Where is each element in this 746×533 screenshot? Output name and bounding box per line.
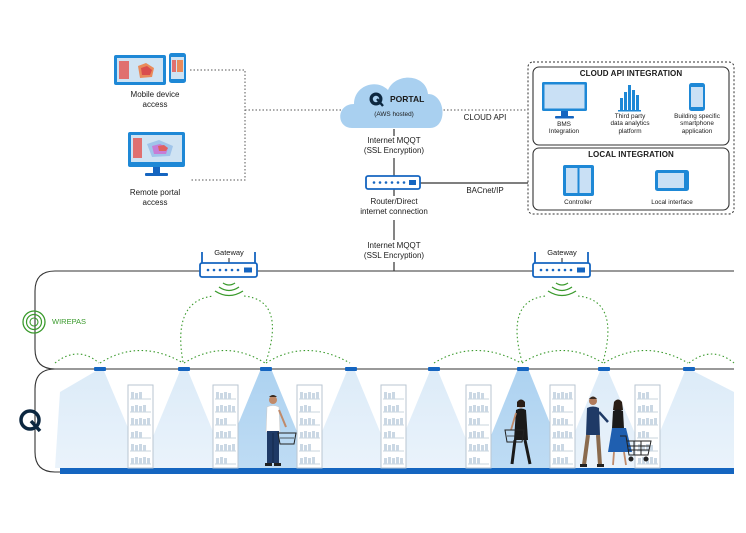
gateway-left-icon (199, 252, 258, 278)
mobile-device-icon (114, 53, 186, 85)
bms-integration-label: BMS Integration (548, 121, 580, 136)
remote-portal-access-label: Remote portal access (129, 188, 181, 207)
router-label: Router/Direct internet connection (360, 197, 428, 216)
shelf-unit (549, 384, 576, 469)
portal-logo-icon (369, 92, 384, 107)
smartphone-app-icon (689, 83, 705, 111)
cloud-api-integration-title: CLOUD API INTEGRATION (579, 69, 683, 78)
local-integration-title: LOCAL INTEGRATION (588, 150, 674, 159)
mobile-device-access-label: Mobile device access (130, 90, 180, 109)
basket-icon (277, 432, 297, 445)
remote-portal-icon (128, 132, 185, 176)
gateway-left-label: Gateway (214, 248, 244, 257)
network-bus-lines (34, 258, 734, 473)
brand-logo-icon (19, 409, 42, 433)
controller-icon (563, 165, 594, 196)
shelf-unit (380, 384, 407, 469)
controller-label: Controller (564, 199, 592, 206)
portal-cloud (340, 77, 443, 128)
shopper-man-left (265, 395, 297, 466)
bacnet-label: BACnet/IP (466, 186, 504, 195)
shelf-unit (634, 384, 661, 469)
analytics-bar-chart-icon (618, 85, 641, 112)
lower-bus-line (34, 368, 60, 473)
local-interface-label: Local interface (651, 199, 693, 206)
portal-title: PORTAL (390, 94, 425, 104)
store-shelves (127, 384, 661, 469)
bms-monitor-icon (542, 82, 587, 119)
cloud-api-label: CLOUD API (463, 113, 507, 122)
wirepas-label: WIREPAS (52, 317, 87, 326)
router-icon (365, 175, 421, 190)
wirepas-mesh-arcs (54, 295, 735, 364)
shelf-unit (127, 384, 154, 469)
shelf-unit (296, 384, 323, 469)
shelf-unit (465, 384, 492, 469)
backbone-lines (393, 129, 534, 271)
gateway-right-icon (532, 252, 591, 278)
shelf-unit (212, 384, 239, 469)
shopping-cart-icon (620, 435, 652, 462)
upper-bus-line (34, 270, 734, 370)
shopper-man-right (580, 396, 609, 467)
device-connectors (190, 69, 530, 181)
smartphone-app-label: Building specific smartphone application (674, 113, 720, 135)
portal-hosting-label: (AWS hosted) (374, 111, 414, 118)
shopper-woman-right (608, 399, 632, 466)
analytics-platform-label: Third party data analytics platform (610, 113, 650, 135)
gateway-signal-icons (214, 282, 577, 297)
store-floor (60, 468, 734, 474)
device-bracket (190, 69, 246, 181)
lower-protocol-label: Internet MQQT (SSL Encryption) (363, 241, 425, 260)
local-interface-tablet-icon (655, 170, 689, 191)
shopper-woman-center (504, 399, 532, 465)
luminaires (94, 367, 695, 371)
wirepas-logo-icon (22, 310, 46, 334)
upper-protocol-label: Internet MQQT (SSL Encryption) (363, 136, 425, 155)
gateway-right-label: Gateway (547, 248, 577, 257)
